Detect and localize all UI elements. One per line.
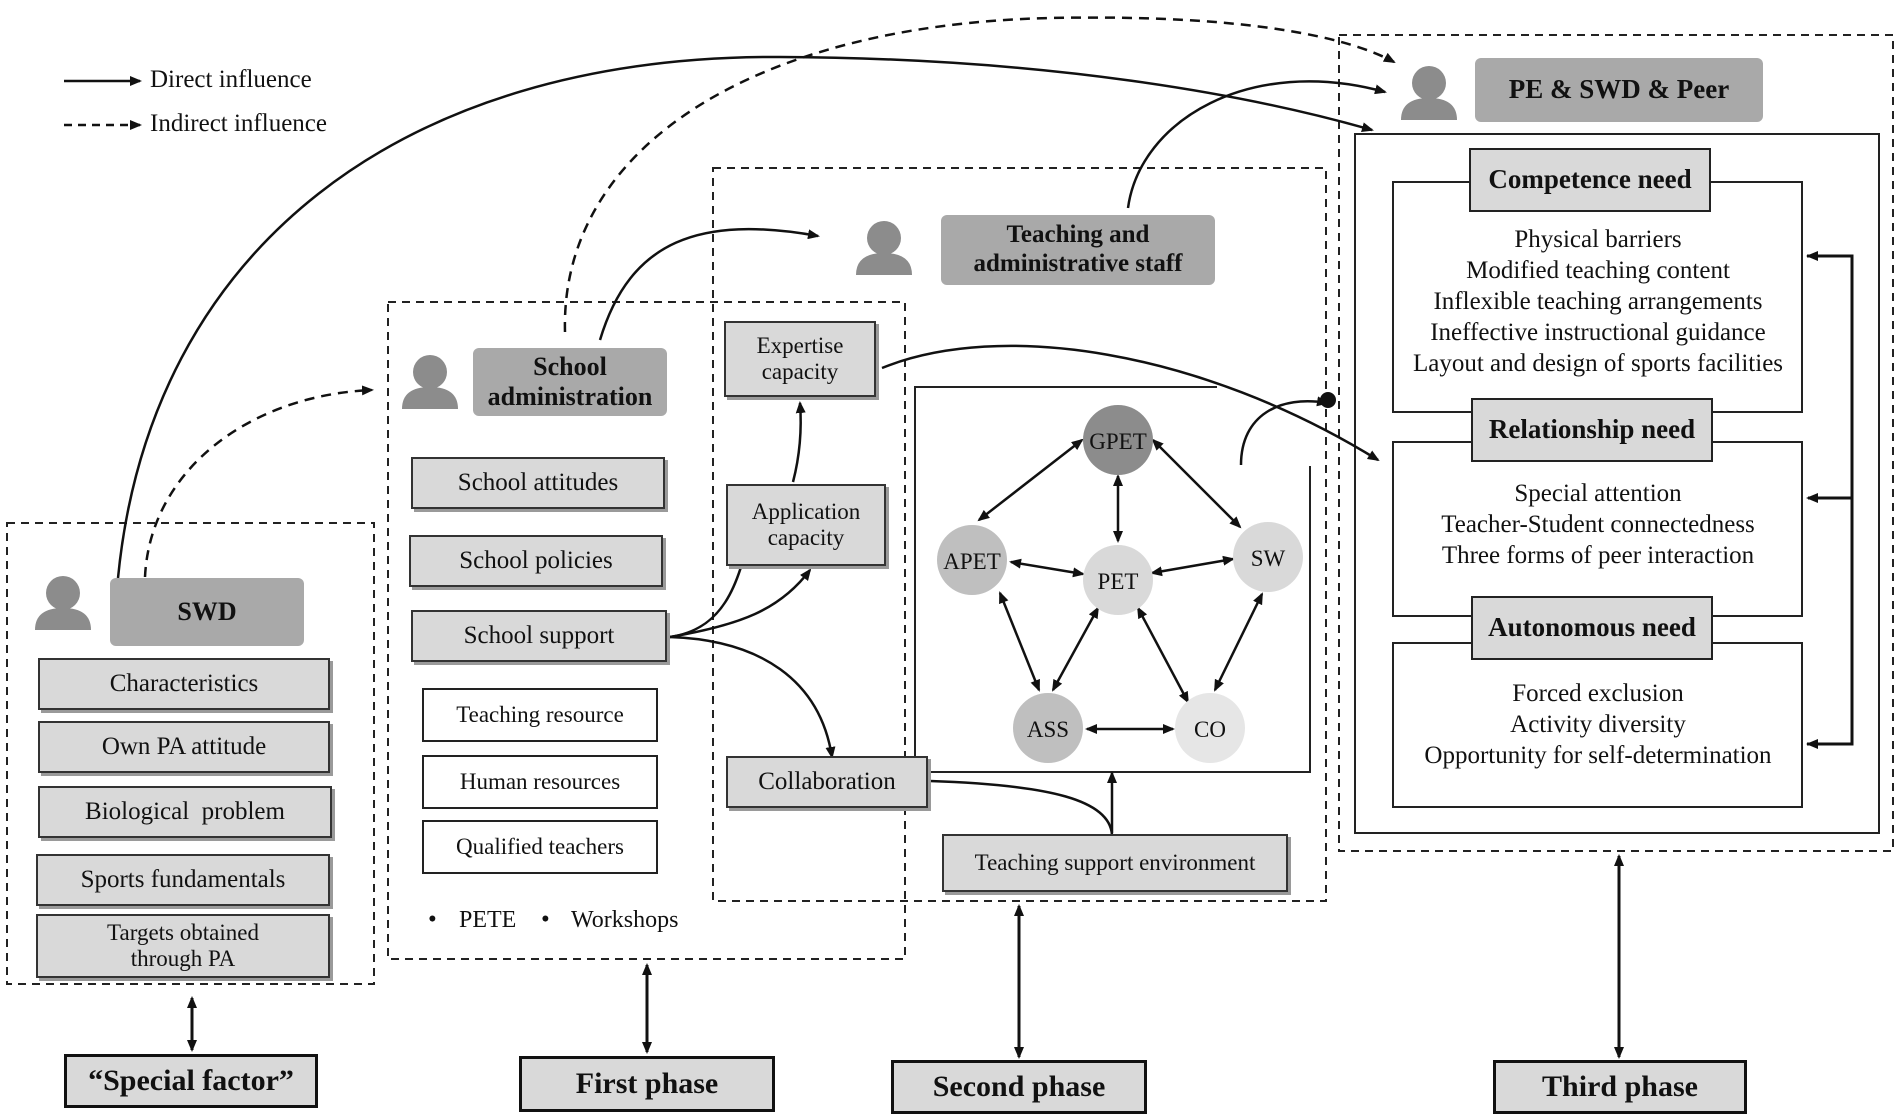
school-item-support: School support <box>411 610 667 662</box>
autonomous-item: Opportunity for self-determination <box>1424 742 1772 769</box>
swd-person-icon <box>35 576 91 630</box>
swd-item-targets: Targets obtained through PA <box>36 914 330 978</box>
school-to-peer-arrow <box>563 16 1396 333</box>
swd-title: SWD <box>110 578 304 646</box>
competence-item: Layout and design of sports facilities <box>1412 350 1784 377</box>
autonomous-items: Forced exclusion Activity diversity Oppo… <box>1398 678 1798 771</box>
autonomous-need-title: Autonomous need <box>1471 596 1713 660</box>
capacity-expertise: Expertise capacity <box>724 321 876 397</box>
needs-bracket <box>1807 254 1854 746</box>
relationship-need-title: Relationship need <box>1471 398 1713 462</box>
teaching-support-environment: Teaching support environment <box>942 834 1288 892</box>
staff-title: Teaching and administrative staff <box>941 215 1215 285</box>
phase-second: Second phase <box>891 1060 1147 1114</box>
node-sw-label: SW <box>1251 546 1286 571</box>
bullet-workshops: Workshops <box>571 907 679 933</box>
junction-dot <box>1320 392 1336 408</box>
node-gpet <box>1083 405 1153 475</box>
competence-item: Physical barriers <box>1514 226 1682 253</box>
node-co-label: CO <box>1194 717 1226 742</box>
autonomous-item: Forced exclusion <box>1512 680 1684 707</box>
application-to-expertise-arrow <box>791 401 806 483</box>
support-collaboration-arrow <box>669 635 836 759</box>
support-application-arrow <box>669 568 812 639</box>
swd-to-peer-arrow <box>116 55 1374 579</box>
node-ass-label: ASS <box>1027 717 1069 742</box>
staff-person-icon <box>856 221 912 275</box>
swd-region <box>6 522 375 985</box>
autonomous-item: Activity diversity <box>1510 711 1686 738</box>
node-apet <box>937 525 1007 595</box>
swd-item-biological: Biological problem <box>38 786 332 838</box>
staff-to-peer-arrow <box>1126 80 1387 209</box>
relationship-item: Special attention <box>1514 480 1682 507</box>
peer-title: PE & SWD & Peer <box>1475 58 1763 122</box>
expertise-to-relationship-arrow <box>881 344 1380 462</box>
relationship-items: Special attention Teacher-Student connec… <box>1398 478 1798 571</box>
competence-item: Inflexible teaching arrangements <box>1433 288 1763 315</box>
legend-indirect-label: Indirect influence <box>150 110 327 137</box>
bullet-pete: PETE <box>459 907 517 933</box>
phase-third: Third phase <box>1493 1060 1747 1114</box>
peer-person-icon <box>1401 66 1457 120</box>
capacity-application: Application capacity <box>726 484 886 566</box>
phase-first: First phase <box>519 1056 775 1112</box>
collaboration-env-line <box>929 779 1114 836</box>
school-person-icon <box>402 355 458 409</box>
competence-item: Modified teaching content <box>1466 257 1730 284</box>
competence-item: Ineffective instructional guidance <box>1430 319 1766 346</box>
competence-need-title: Competence need <box>1469 148 1711 212</box>
needs-frame <box>1354 133 1880 834</box>
relationship-item: Teacher-Student connectedness <box>1441 511 1755 538</box>
bullet-dot-1: • <box>428 906 437 933</box>
capacity-collaboration: Collaboration <box>726 756 928 808</box>
swd-item-attitude: Own PA attitude <box>38 721 330 773</box>
phase-special-factor: “Special factor” <box>64 1054 318 1108</box>
school-region <box>387 301 906 960</box>
competence-items: Physical barriers Modified teaching cont… <box>1398 224 1798 379</box>
node-pet-label: PET <box>1098 569 1139 594</box>
school-title: School administration <box>473 348 667 416</box>
node-sw <box>1233 522 1303 592</box>
node-gpet-label: GPET <box>1089 429 1147 454</box>
school-item-attitudes: School attitudes <box>411 457 665 509</box>
relationship-item: Three forms of peer interaction <box>1441 542 1755 569</box>
legend-direct-label: Direct influence <box>150 66 312 93</box>
staff-region <box>712 167 1327 902</box>
resource-human: Human resources <box>422 755 658 809</box>
node-co <box>1175 693 1245 763</box>
resource-qualified: Qualified teachers <box>422 820 658 874</box>
resource-teaching: Teaching resource <box>422 688 658 742</box>
bullet-dot-2: • <box>541 906 550 933</box>
swd-item-fundamentals: Sports fundamentals <box>36 854 330 906</box>
swd-item-characteristics: Characteristics <box>38 658 330 710</box>
node-pet <box>1083 545 1153 615</box>
school-item-policies: School policies <box>409 535 663 587</box>
school-to-staff-arrow <box>598 227 820 341</box>
node-apet-label: APET <box>943 549 1001 574</box>
peer-region <box>1338 34 1894 852</box>
node-ass <box>1013 693 1083 763</box>
swd-to-school-arrow <box>143 385 374 578</box>
network-edges <box>977 438 1264 734</box>
network-to-needs-arrow <box>1239 396 1329 466</box>
